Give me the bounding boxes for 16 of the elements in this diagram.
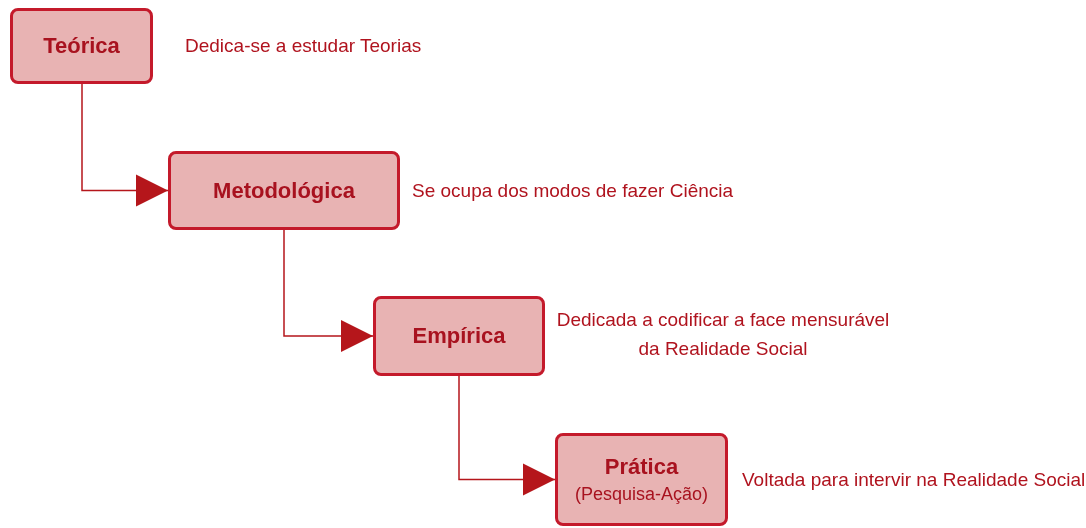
description-text: Se ocupa dos modos de fazer Ciência (412, 178, 735, 203)
arrow (283, 229, 374, 352)
box-title: Prática (604, 454, 679, 480)
box-title: Metodológica (213, 177, 355, 204)
arrow (81, 83, 169, 207)
process-box (373, 296, 545, 376)
box-subtitle: (Pesquisa-Ação) (574, 484, 709, 505)
process-box (10, 8, 153, 84)
arrow (458, 375, 556, 496)
description-text: Dedica-se a estudar Teorias (185, 34, 423, 58)
description-text: Voltada para intervir na Realidade Social (742, 467, 1086, 492)
box-title: Empírica (412, 323, 506, 349)
process-box (168, 151, 400, 230)
box-title: Teórica (43, 33, 120, 59)
process-box (555, 433, 728, 526)
description-text: Dedicada a codificar a face mensurável da Realidade Social (555, 308, 891, 361)
